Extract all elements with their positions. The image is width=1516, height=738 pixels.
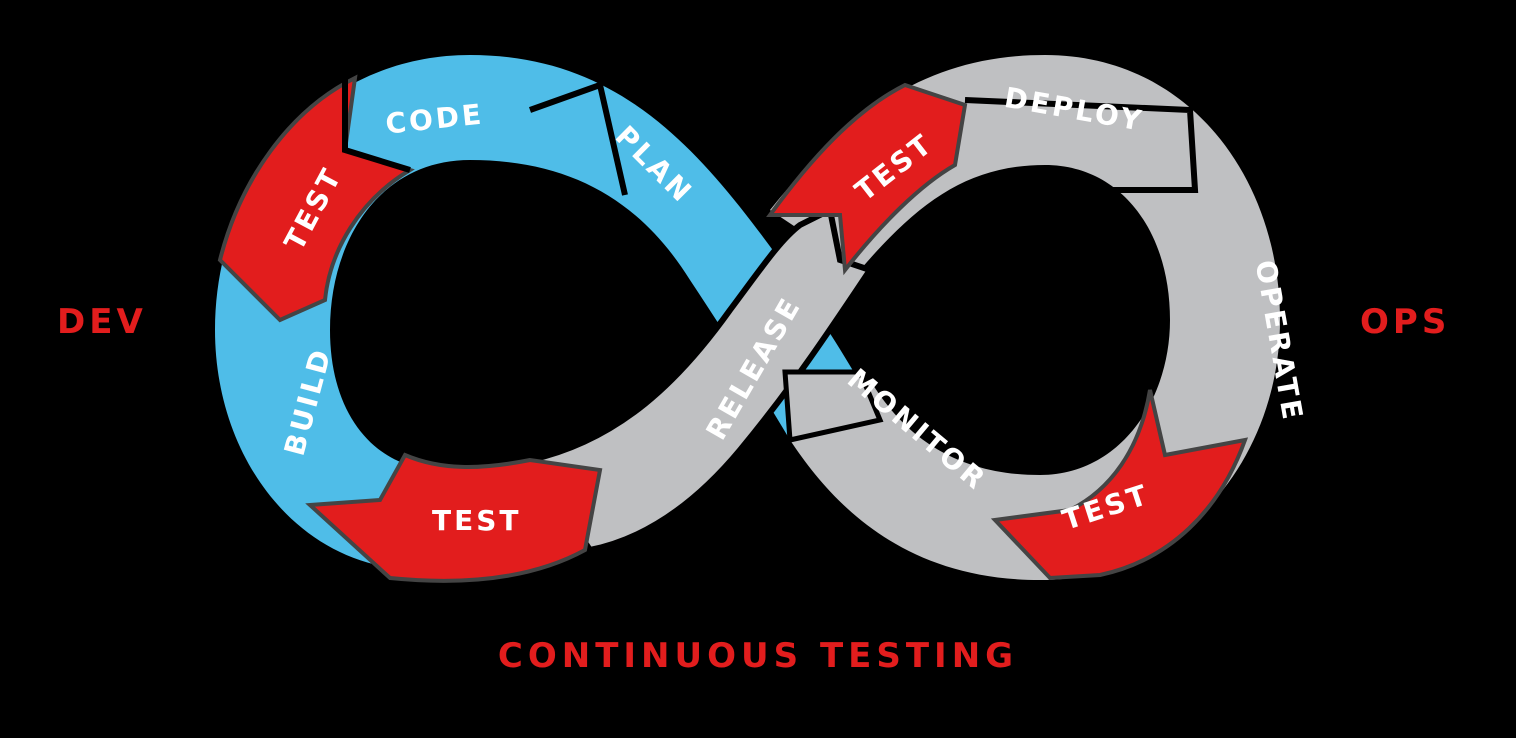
test-segment-dev-top: [217, 74, 415, 323]
test-segment-ops-top: [766, 82, 968, 276]
continuous-testing-title: CONTINUOUS TESTING: [497, 636, 1019, 676]
test-segment-dev-bottom: [305, 452, 603, 583]
monitor-notch: [782, 369, 884, 444]
dev-label: DEV: [57, 302, 147, 342]
segment-label-test-dev-bottom: TEST: [432, 504, 522, 537]
ops-label: OPS: [1360, 302, 1451, 342]
test-segment-ops-bottom: [990, 389, 1249, 581]
release-band: [525, 205, 875, 554]
